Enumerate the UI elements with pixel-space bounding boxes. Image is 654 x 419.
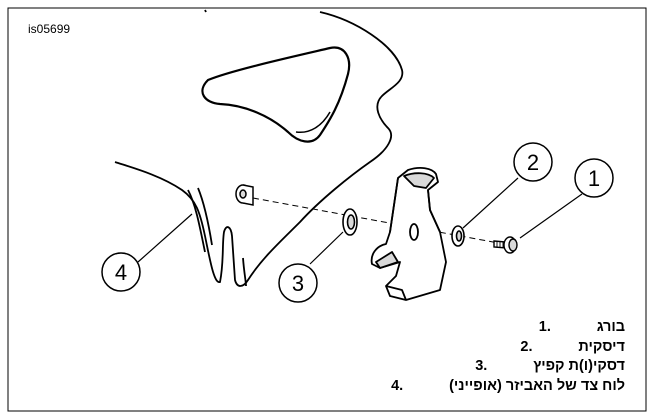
legend-item: דיסקית 2. [285, 338, 625, 358]
washer [451, 225, 465, 247]
legend-item-number: 2. [520, 338, 533, 355]
legend-item: לוח צד של האביזר (אופייני) 4. [285, 377, 625, 397]
parts-legend: בורג 1. דיסקית 2. דסקי(ו)ת קפיץ 3. לוח צ… [285, 318, 625, 396]
callout-number-3: 3 [292, 271, 304, 296]
legend-item-text: דסקי(ו)ת קפיץ [533, 358, 625, 374]
clip-bracket [370, 167, 447, 301]
legend-item: דסקי(ו)ת קפיץ 3. [285, 357, 625, 377]
legend-item-number: 4. [391, 377, 404, 394]
callout-number-1: 1 [588, 166, 600, 191]
callout-number-2: 2 [527, 150, 539, 175]
figure-id-label: is05699 [28, 22, 71, 36]
legend-item-text: בורג [596, 319, 625, 335]
callout-number-4: 4 [115, 260, 127, 285]
legend-item-number: 3. [475, 358, 488, 374]
legend-item-number: 1. [538, 319, 551, 335]
cutout-inner-edge [295, 111, 331, 134]
callout-circles [101, 142, 614, 303]
figure-frame [7, 7, 647, 412]
legend-item: בורג 1. [285, 318, 625, 338]
assembly-axis [252, 197, 516, 247]
cover-cutout [201, 46, 351, 143]
clip-washer [342, 208, 358, 236]
legend-item-text: דיסקית [578, 338, 625, 355]
side-plate [114, 9, 404, 287]
callout-leaders [137, 177, 583, 265]
legend-item-text: לוח צד של האביזר (אופייני) [449, 377, 625, 394]
mounting-boss [235, 184, 254, 206]
screw [493, 236, 518, 254]
